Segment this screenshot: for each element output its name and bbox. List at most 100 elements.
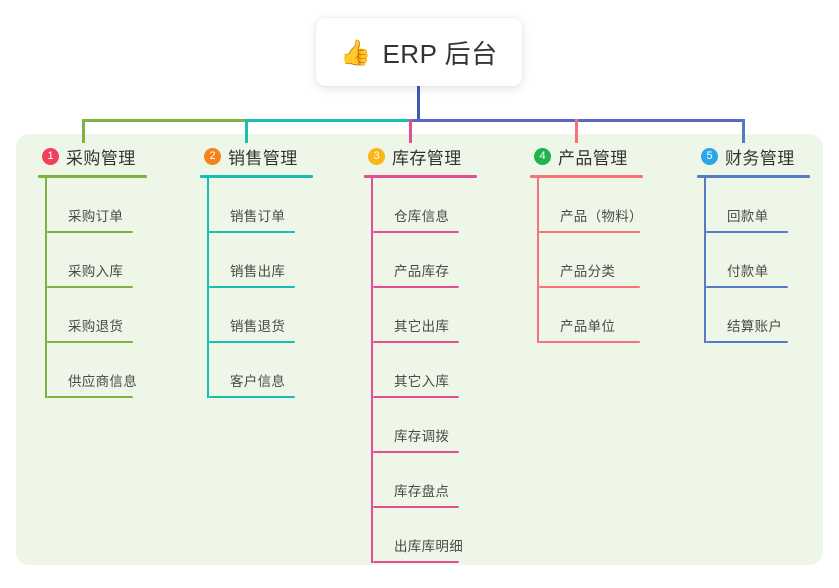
leaf-label: 回款单 <box>727 209 769 224</box>
leaf-item[interactable]: 采购入库 <box>47 233 147 288</box>
branch-number-badge: 3 <box>368 147 385 165</box>
leaf-label: 产品单位 <box>560 319 616 334</box>
leaf-underline <box>47 341 133 343</box>
leaf-item[interactable]: 库存盘点 <box>373 453 477 508</box>
branch-title: 销售管理 <box>228 148 298 168</box>
leaf-label: 销售订单 <box>230 209 286 224</box>
thumbs-up-icon: 👍 <box>340 37 372 67</box>
leaf-item[interactable]: 回款单 <box>706 178 810 233</box>
leaf-label: 销售退货 <box>230 319 286 334</box>
leaf-underline <box>373 506 459 508</box>
bus-segment-teal <box>245 119 409 122</box>
root-node-card[interactable]: 👍 ERP 后台 <box>316 18 522 86</box>
branch-header-1[interactable]: 1 采购管理 <box>38 143 147 169</box>
branch-number-badge: 4 <box>534 147 551 165</box>
leaf-label: 结算账户 <box>727 319 783 334</box>
leaf-underline <box>539 286 640 288</box>
branch-leaf-list: 仓库信息产品库存其它出库其它入库库存调拨库存盘点出库库明细 <box>371 178 477 563</box>
branch-drop-2 <box>245 119 248 143</box>
leaf-underline <box>373 341 459 343</box>
branch-drop-1 <box>82 119 85 143</box>
branch-header-3[interactable]: 3 库存管理 <box>364 143 477 169</box>
branch-underline <box>530 175 643 178</box>
root-node-title: ERP 后台 <box>382 38 498 69</box>
branch-underline <box>200 175 313 178</box>
leaf-label: 库存盘点 <box>394 484 450 499</box>
branch-header-4[interactable]: 4 产品管理 <box>530 143 645 169</box>
leaf-item[interactable]: 采购退货 <box>47 288 147 343</box>
leaf-item[interactable]: 其它入库 <box>373 343 477 398</box>
leaf-underline <box>706 231 788 233</box>
branch-number-badge: 2 <box>204 147 221 165</box>
leaf-item[interactable]: 销售退货 <box>209 288 313 343</box>
leaf-underline <box>373 396 459 398</box>
leaf-item[interactable]: 付款单 <box>706 233 810 288</box>
branch-title: 采购管理 <box>66 148 136 168</box>
leaf-label: 产品库存 <box>394 264 450 279</box>
leaf-label: 其它出库 <box>394 319 450 334</box>
branch-underline <box>364 175 477 178</box>
leaf-underline <box>47 286 133 288</box>
leaf-label: 出库库明细 <box>394 539 463 554</box>
branch-column-4: 4 产品管理产品（物料） 产品分类产品单位 <box>530 143 645 343</box>
leaf-label: 仓库信息 <box>394 209 450 224</box>
leaf-underline <box>47 396 133 398</box>
leaf-label: 供应商信息 <box>68 374 137 389</box>
leaf-label: 采购退货 <box>68 319 124 334</box>
leaf-item[interactable]: 产品分类 <box>539 233 645 288</box>
leaf-label: 其它入库 <box>394 374 450 389</box>
branch-number-badge: 5 <box>701 147 718 165</box>
leaf-underline <box>47 231 133 233</box>
leaf-underline <box>706 286 788 288</box>
leaf-underline <box>209 231 295 233</box>
leaf-item[interactable]: 产品（物料） <box>539 178 645 233</box>
leaf-underline <box>373 561 459 563</box>
leaf-underline <box>209 396 295 398</box>
branch-header-5[interactable]: 5 财务管理 <box>697 143 810 169</box>
leaf-item[interactable]: 产品单位 <box>539 288 645 343</box>
branch-number-badge: 1 <box>42 147 59 165</box>
branch-column-1: 1 采购管理采购订单采购入库采购退货供应商信息 <box>38 143 147 398</box>
branch-title: 产品管理 <box>558 148 628 168</box>
leaf-item[interactable]: 库存调拨 <box>373 398 477 453</box>
leaf-item[interactable]: 出库库明细 <box>373 508 477 563</box>
leaf-item[interactable]: 供应商信息 <box>47 343 147 398</box>
root-stem <box>417 86 420 122</box>
diagram-panel <box>16 134 823 565</box>
leaf-underline <box>209 341 295 343</box>
branch-column-3: 3 库存管理仓库信息产品库存其它出库其它入库库存调拨库存盘点出库库明细 <box>364 143 477 563</box>
leaf-item[interactable]: 结算账户 <box>706 288 810 343</box>
leaf-label: 库存调拨 <box>394 429 450 444</box>
branch-leaf-list: 回款单付款单结算账户 <box>704 178 810 343</box>
bus-segment-green <box>82 119 245 122</box>
leaf-label: 客户信息 <box>230 374 286 389</box>
branch-underline <box>697 175 810 178</box>
branch-column-2: 2 销售管理销售订单销售出库销售退货客户信息 <box>200 143 313 398</box>
leaf-item[interactable]: 仓库信息 <box>373 178 477 233</box>
branch-drop-5 <box>742 119 745 143</box>
leaf-item[interactable]: 销售订单 <box>209 178 313 233</box>
branch-title: 财务管理 <box>725 148 795 168</box>
leaf-underline <box>706 341 788 343</box>
leaf-underline <box>209 286 295 288</box>
leaf-underline <box>539 231 640 233</box>
leaf-item[interactable]: 其它出库 <box>373 288 477 343</box>
branch-leaf-list: 销售订单销售出库销售退货客户信息 <box>207 178 313 398</box>
leaf-label: 产品分类 <box>560 264 616 279</box>
leaf-item[interactable]: 销售出库 <box>209 233 313 288</box>
leaf-underline <box>373 286 459 288</box>
branch-title: 库存管理 <box>392 148 462 168</box>
leaf-underline <box>539 341 640 343</box>
leaf-item[interactable]: 产品库存 <box>373 233 477 288</box>
branch-drop-3 <box>409 119 412 143</box>
leaf-item[interactable]: 客户信息 <box>209 343 313 398</box>
branch-leaf-list: 采购订单采购入库采购退货供应商信息 <box>45 178 147 398</box>
leaf-item[interactable]: 采购订单 <box>47 178 147 233</box>
leaf-label: 采购入库 <box>68 264 124 279</box>
leaf-label: 销售出库 <box>230 264 286 279</box>
branch-underline <box>38 175 147 178</box>
leaf-label: 采购订单 <box>68 209 124 224</box>
leaf-label: 付款单 <box>727 264 769 279</box>
branch-header-2[interactable]: 2 销售管理 <box>200 143 313 169</box>
